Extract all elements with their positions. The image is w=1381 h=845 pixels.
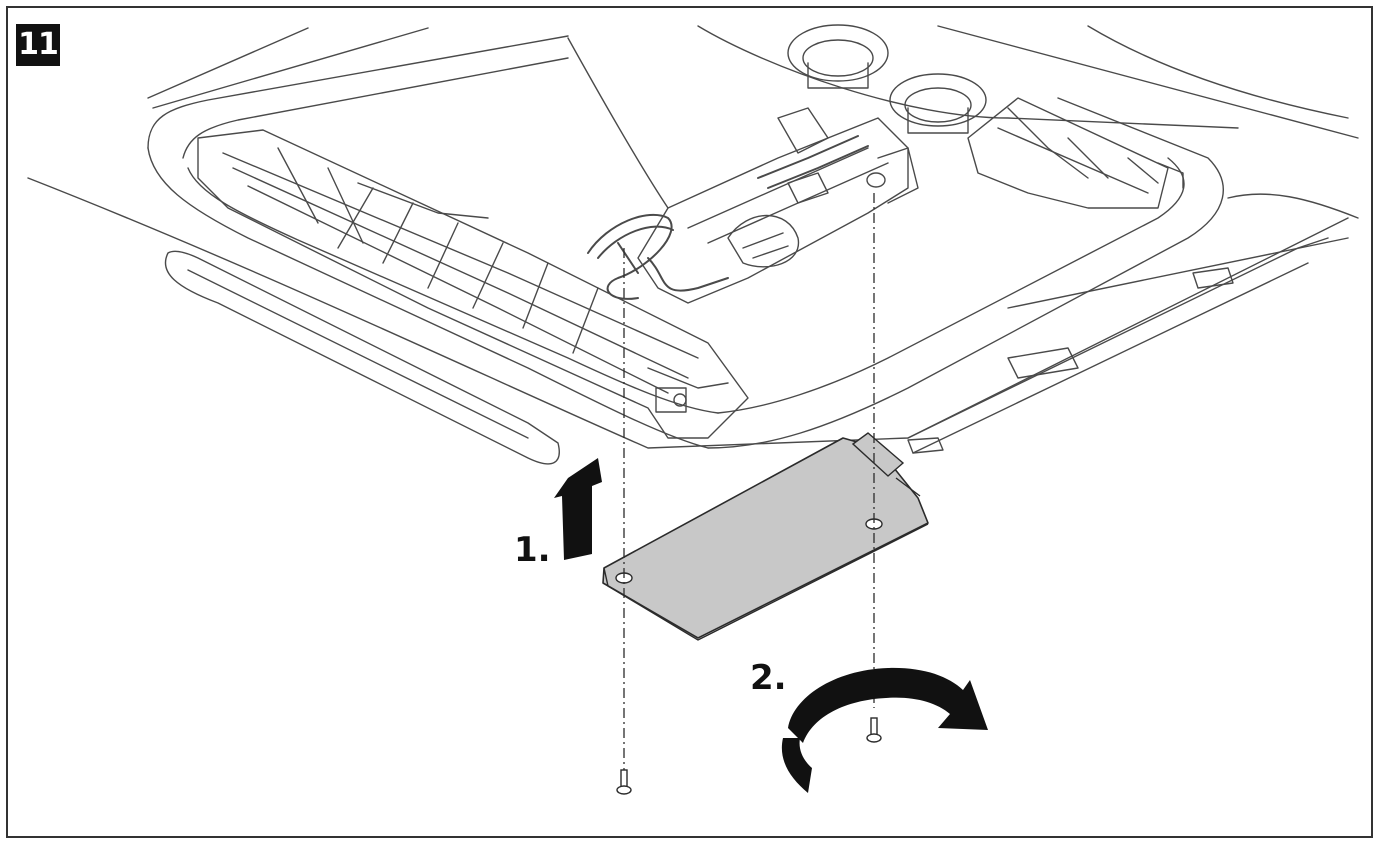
- rotate-clockwise-icon: [781, 667, 988, 793]
- ceiling-panel: [27, 25, 1359, 449]
- step-2-label: 2.: [750, 658, 787, 698]
- switch-block: [967, 97, 1184, 209]
- step-number-badge: 11: [16, 24, 60, 66]
- console-recess: [147, 35, 1224, 449]
- ceiling-assembly-illustration: [27, 24, 1359, 795]
- diagram-frame: 11 1. 2.: [6, 6, 1373, 838]
- grille-assembly: [197, 129, 749, 439]
- trim-rails: [907, 237, 1329, 454]
- alignment-lines: [623, 193, 875, 778]
- wiring-harness: [587, 135, 869, 300]
- handle-recess: [164, 250, 560, 465]
- arrow-up-icon: [554, 458, 602, 560]
- screw-icon: [616, 769, 632, 795]
- light-module: [567, 37, 919, 304]
- cover-plate: [602, 432, 929, 641]
- step-1-label: 1.: [514, 530, 551, 570]
- screw-icon: [866, 717, 882, 743]
- overhead-lamps: [787, 24, 987, 134]
